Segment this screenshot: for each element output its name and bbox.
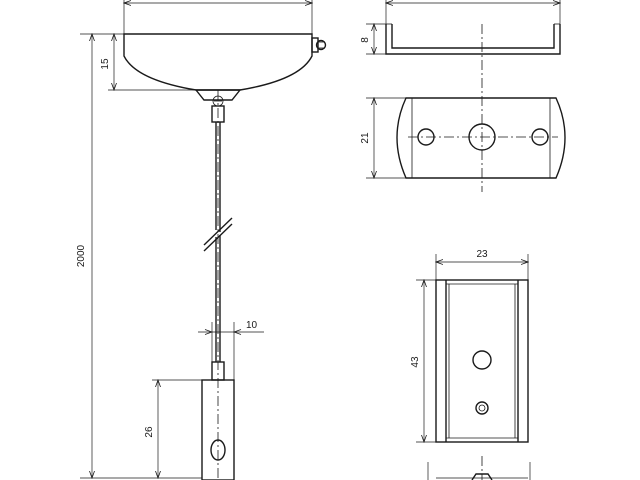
bracket-outer xyxy=(385,24,561,55)
bracket-inner xyxy=(391,24,555,49)
adapter-screw xyxy=(475,401,489,415)
canopy xyxy=(123,33,313,91)
gripper-diam-label: 10 xyxy=(246,320,258,331)
track-adapter-view: 23 43 xyxy=(410,249,531,480)
bracket-side-view: 8 xyxy=(360,0,560,54)
cable-length-label: 2000 xyxy=(76,244,87,267)
bracket-width-label: 21 xyxy=(360,132,371,144)
adapter-length-label: 43 xyxy=(410,356,421,368)
adapter-width-label: 23 xyxy=(476,249,488,260)
canopy-height-label: 15 xyxy=(100,58,111,70)
bracket-top-view: 21 xyxy=(360,97,566,179)
adapter-body xyxy=(435,279,529,443)
bracket-plate xyxy=(396,97,566,179)
suspension-assembly: 2000 15 10 26 xyxy=(76,0,327,480)
cable-break-mark-1 xyxy=(203,217,233,246)
bracket-height-label: 8 xyxy=(360,37,371,43)
canopy-screw xyxy=(311,37,327,53)
next-view-part xyxy=(471,473,493,480)
gripper-height-label: 26 xyxy=(144,426,155,438)
adapter-hole xyxy=(472,350,492,370)
adapter-screw-head xyxy=(478,404,486,412)
